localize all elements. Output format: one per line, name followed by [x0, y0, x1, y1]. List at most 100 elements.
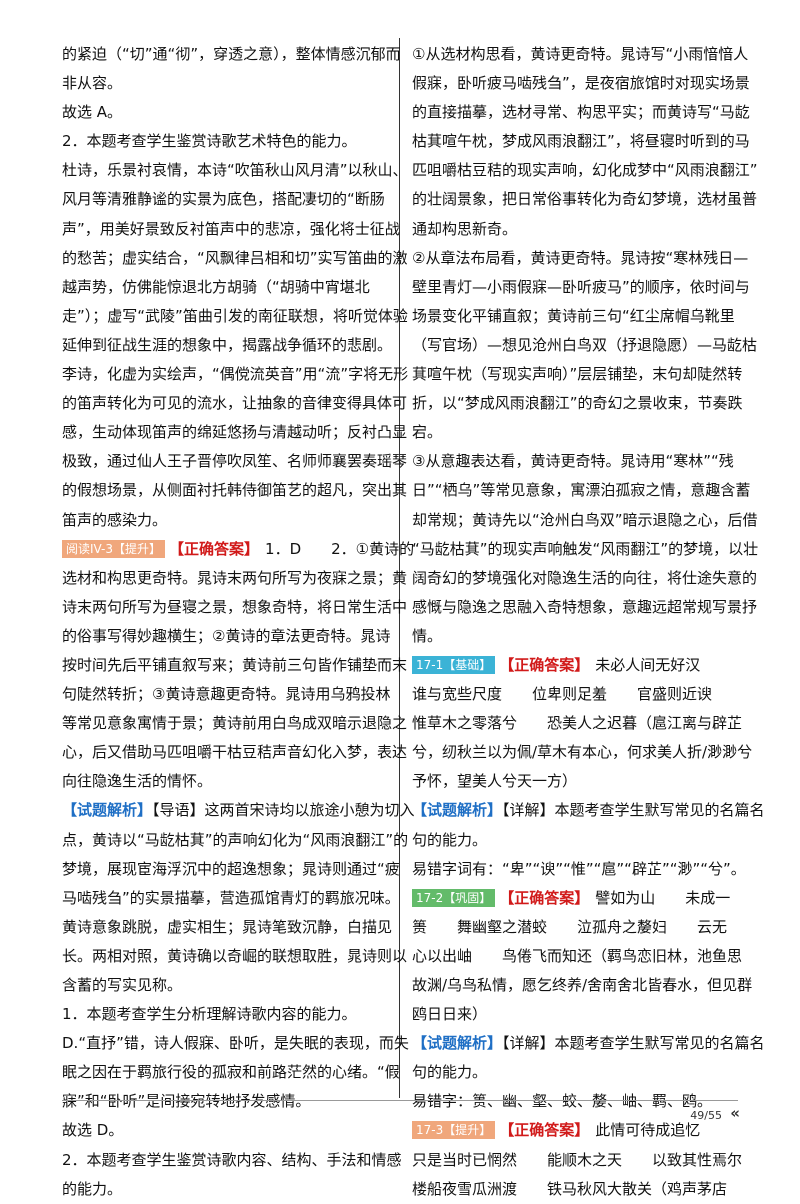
answer-text-line: 的笛声转化为可见的流水，让抽象的音律变得具体可	[62, 394, 408, 413]
correct-answer-label: 【正确答案】	[169, 539, 260, 558]
analysis-text-line: 黄诗意象跳脱，虚实相生；晁诗笔致沉静，白描见	[62, 917, 393, 936]
answer-text-line: 予怀，望美人兮天一方）	[412, 772, 578, 791]
answer-text-line: 向往隐逸生活的情怀。	[62, 772, 213, 791]
answer-text: 1．D 2．①黄诗的	[265, 539, 415, 558]
answer-text-line: 极致，通过仙人王子晋停吹凤笙、名师师襄罢奏瑶琴	[62, 452, 408, 471]
answer-text-line: 选材和构思更奇特。晁诗末两句所写为夜寐之景；黄	[62, 568, 408, 587]
answer-text-line: 篑 舞幽壑之潜蛟 泣孤舟之嫠妇 云无	[412, 917, 728, 936]
analysis-text: 【导语】这两首宋诗均以旅途小憩为切入	[152, 801, 415, 820]
answer-text-line: 场景变化平铺直叙；黄诗前三句“红尘席帽乌靴里	[412, 306, 735, 325]
column-divider	[399, 38, 400, 1098]
answer-text-line: 楼船夜雪瓜洲渡 铁马秋风大散关（鸡声茅店	[412, 1179, 728, 1198]
answer-text-line: 越声势，仿佛能惊退北方胡骑（“胡骑中宵堪北	[62, 277, 370, 296]
double-chevron-icon[interactable]: «	[730, 1104, 740, 1122]
answer-text-line: 按时间先后平铺直叙写来；黄诗前三句皆作铺垫而末	[62, 655, 408, 674]
analysis-text-line: 马啮残刍”的实景描摹，营造孤馆青灯的羁旅况味。	[62, 888, 400, 907]
analysis-text-line: 的能力。	[62, 1179, 123, 1198]
answer-text-line: “马龁枯萁”的现实声响触发“风雨翻江”的梦境，以壮	[412, 539, 759, 558]
answer-text-line: 延伸到征战生涯的想象中，揭露战争循环的悲剧。	[62, 335, 393, 354]
answer-text-line: 杜诗，乐景衬哀情，本诗“吹笛秋山风月清”以秋山、	[62, 161, 408, 180]
analysis-text-line: 句的能力。	[412, 830, 488, 849]
question-tag: 17-1【基础】	[412, 655, 496, 674]
answer-text-line: 宕。	[412, 423, 443, 442]
answer-text-line: 非从容。	[62, 74, 123, 93]
answer-text-line: 诗末两句所写为昼寝之景，想象奇特，将日常生活中	[62, 597, 408, 616]
answer-text-line: 走”）；虚写“武陵”笛曲引发的南征联想，将听觉体验	[62, 306, 408, 325]
answer-text-line: 心，后又借助马匹咀嚼干枯豆秸声音幻化入梦，表达	[62, 743, 408, 762]
answer-text-line: 故选 A。	[62, 103, 123, 122]
answer-text-line: 通却构思新奇。	[412, 219, 518, 238]
analysis-label: 【试题解析】	[62, 801, 153, 820]
correct-answer-label: 【正确答案】	[499, 655, 590, 674]
left-column: 的紧迫（“切”通“彻”，穿透之意），整体情感沉郁而非从容。故选 A。 2．本题考查…	[62, 40, 415, 1204]
analysis-text-line: 2．本题考查学生鉴赏诗歌内容、结构、手法和情感	[62, 1150, 402, 1169]
answer-text-line: 兮，纫秋兰以为佩/草木有本心，何求美人折/渺渺兮	[412, 743, 753, 762]
answer-text-line: 的直接描摹，选材寻常、构思平实；而黄诗写“马龁	[412, 103, 750, 122]
analysis-header: 【试题解析】【详解】本题考查学生默写常见的名篇名	[412, 1029, 765, 1058]
analysis-label: 【试题解析】	[412, 1034, 503, 1053]
answer-text-line: 句陡然转折；③黄诗意趣更奇特。晁诗用乌鸦投林	[62, 685, 391, 704]
correct-answer-label: 【正确答案】	[499, 1121, 590, 1140]
document-page: 的紧迫（“切”通“彻”，穿透之意），整体情感沉郁而非从容。故选 A。 2．本题考查…	[62, 38, 765, 1198]
analysis-header: 【试题解析】【导语】这两首宋诗均以旅途小憩为切入	[62, 796, 415, 825]
analysis-text-line: 含蓄的写实见称。	[62, 976, 183, 994]
answer-text-line: 感慨与隐逸之思融入奇特想象，意趣远超常规写景抒	[412, 597, 758, 616]
answer-text-line: 的愁苦；虚实结合，“风飘律吕相和切”实写笛曲的激	[62, 248, 408, 267]
answer-text-line: 阔奇幻的梦境强化对隐逸生活的向往，将仕途失意的	[412, 568, 758, 587]
answer-text-line: 折，以“梦成风雨浪翻江”的奇幻之景收束，节奏跌	[412, 394, 743, 413]
page-number: 49/55	[690, 1109, 722, 1122]
answer-text-line: 2．本题考查学生鉴赏诗歌艺术特色的能力。	[62, 132, 357, 151]
answer-text-line: 壁里青灯—小雨假寐—卧听疲马”的顺序，依时间与	[412, 277, 750, 296]
question-tag: 17-3【提升】	[412, 1121, 496, 1140]
answer-text-line: 等常见意象寓情于景；黄诗前用白鸟成双暗示退隐之	[62, 714, 408, 733]
footer-rule	[62, 1100, 738, 1101]
answer-text-line: 的紧迫（“切”通“彻”，穿透之意），整体情感沉郁而	[62, 45, 401, 63]
answer-text-line: 的假想场景，从侧面衬托韩侍御笛艺的超凡，突出其	[62, 481, 408, 500]
answer-text-line: 鸥日日来）	[412, 1005, 488, 1024]
answer-text-line: 日”“栖乌”等常见意象，寓漂泊孤寂之情，意趣含蓄	[412, 481, 751, 500]
analysis-text: 【详解】本题考查学生默写常见的名篇名	[502, 801, 765, 820]
analysis-text-line: 易错字：篑、幽、壑、蛟、嫠、岫、羁、鸥。	[412, 1092, 713, 1111]
answer-text-line: ②从章法布局看，黄诗更奇特。晁诗按“寒林残日—	[412, 248, 749, 267]
analysis-text-line: 句的能力。	[412, 1063, 488, 1082]
answer-text-line: （写官场）—想见沧州白鸟双（抒退隐愿）—马龁枯	[412, 335, 758, 354]
question-q17-1-header: 17-1【基础】【正确答案】未必人间无好汉	[412, 651, 742, 680]
answer-text-line: 故渊/乌鸟私情，愿乞终养/舍南舍北皆春水，但见群	[412, 976, 753, 994]
answer-text-line: ①从选材构思看，黄诗更奇特。晁诗写“小雨愔愔人	[412, 45, 749, 63]
answer-text-line: 笛声的感染力。	[62, 510, 168, 529]
analysis-text-line: D.“直抒”错，诗人假寐、卧听，是失眠的表现，而失	[62, 1034, 409, 1053]
reading-answer-header: 阅读IV-3【提升】【正确答案】 1．D 2．①黄诗的	[62, 535, 414, 564]
answer-text-line: 感，生动体现笛声的绵延悠扬与清越动听；反衬凸显	[62, 423, 408, 442]
answer-text: 此情可待成追忆	[595, 1121, 701, 1140]
answer-text-line: 谁与宽些尺度 位卑则足羞 官盛则近谀	[412, 685, 713, 704]
answer-text-line: 萁喧午枕（写现实声响）”层层铺垫，末句却陡然转	[412, 365, 743, 384]
analysis-text-line: 点，黄诗以“马龁枯萁”的声响幻化为“风雨浪翻江”的	[62, 830, 409, 849]
analysis-text: 【详解】本题考查学生默写常见的名篇名	[502, 1034, 765, 1053]
analysis-text-line: 寐”和“卧听”是间接宛转地抒发感情。	[62, 1092, 311, 1111]
answer-text-line: 只是当时已惘然 能顺木之天 以致其性焉尔	[412, 1150, 743, 1169]
answer-text-line: 风月等清雅静谧的实景为底色，搭配凄切的“断肠	[62, 190, 385, 209]
analysis-text-line: 长。两相对照，黄诗确以奇崛的联想取胜，晁诗则以	[62, 946, 408, 965]
analysis-text-line: 易错字词有：“卑”“谀”“惟”“扈”“辟芷”“渺”“兮”。	[412, 859, 746, 878]
question-tag: 17-2【巩固】	[412, 888, 496, 907]
answer-text-line: 情。	[412, 626, 443, 645]
answer-text-line: 假寐，卧听疲马啮残刍”，是夜宿旅馆时对现实场景	[412, 74, 750, 93]
answer-text-line: 惟草木之零落兮 恐美人之迟暮（扈江离与辟芷	[412, 714, 743, 733]
answer-text-line: ③从意趣表达看，黄诗更奇特。晁诗用“寒林”“残	[412, 452, 734, 471]
answer-text-line: 声”，用美好景致反衬笛声中的悲凉，强化将士征战	[62, 219, 400, 238]
correct-answer-label: 【正确答案】	[499, 888, 590, 907]
analysis-text-line: 眠之因在于羁旅行役的孤寂和前路茫然的心绪。“假	[62, 1063, 400, 1082]
answer-text: 譬如为山 未成一	[595, 888, 731, 907]
answer-text-line: 的俗事写得妙趣横生；②黄诗的章法更奇特。晁诗	[62, 626, 391, 645]
answer-text-line: 匹咀嚼枯豆秸的现实声响，幻化成梦中“风雨浪翻江”	[412, 161, 758, 180]
analysis-text-line: 梦境，展现宦海浮沉中的超逸想象；晁诗则通过“疲	[62, 859, 400, 878]
answer-text: 未必人间无好汉	[595, 655, 701, 674]
question-tag: 阅读IV-3【提升】	[62, 539, 166, 558]
answer-text-line: 的壮阔景象，把日常俗事转化为奇幻梦境，选材虽普	[412, 190, 758, 209]
question-q17-2-header: 17-2【巩固】【正确答案】譬如为山 未成一	[412, 884, 742, 913]
right-column: ①从选材构思看，黄诗更奇特。晁诗写“小雨愔愔人假寐，卧听疲马啮残刍”，是夜宿旅馆…	[412, 40, 765, 1204]
analysis-text-line: 1．本题考查学生分析理解诗歌内容的能力。	[62, 1005, 357, 1024]
analysis-header: 【试题解析】【详解】本题考查学生默写常见的名篇名	[412, 796, 765, 825]
answer-text-line: 李诗，化虚为实绘声，“偶傥流英音”用“流”字将无形	[62, 365, 409, 384]
analysis-label: 【试题解析】	[412, 801, 503, 820]
